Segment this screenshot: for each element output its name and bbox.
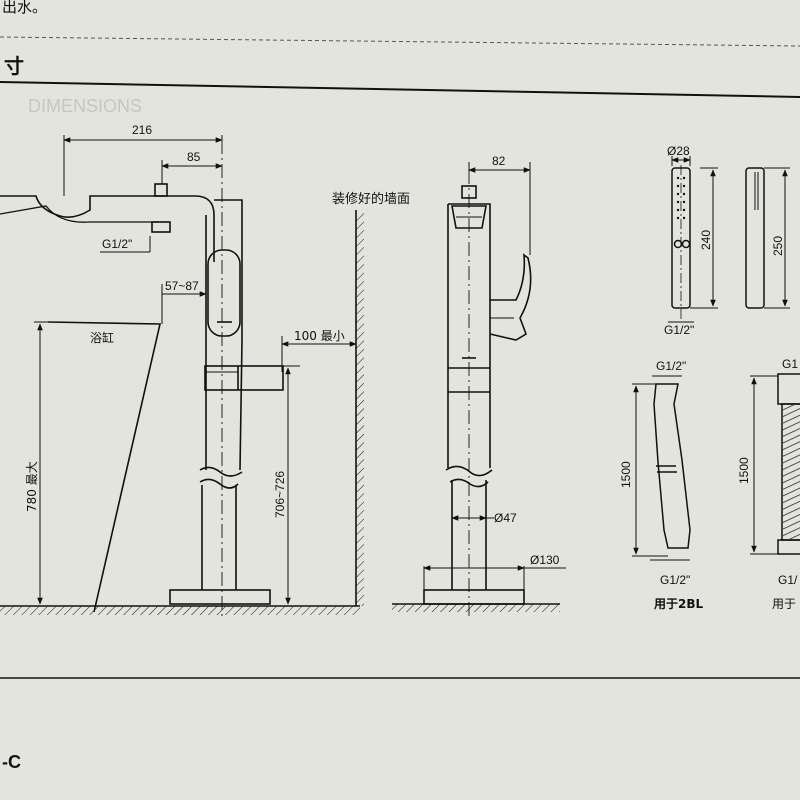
spout-bottom: [0, 205, 158, 223]
spout-knob: [154, 183, 168, 197]
hose-2-bottom-fitting: [777, 539, 800, 555]
top-text: 出水。: [2, 0, 47, 16]
shower-1-length: 240: [699, 230, 713, 250]
holder: [204, 365, 284, 391]
wall-hatch: [356, 212, 364, 606]
dim-47-label: Ø47: [494, 511, 517, 525]
footer-code: -C: [2, 752, 21, 772]
hose-1-length: 1500: [619, 461, 633, 488]
tub-label: 浴缸: [90, 330, 114, 345]
hose-1-thread-bottom: G1/2": [660, 573, 690, 587]
hose-1-caption: 用于2BL: [653, 597, 703, 611]
hose-2-top-fitting: [777, 373, 800, 405]
hose-1-thread-top: G1/2": [656, 359, 686, 373]
hose-2-length: 1500: [737, 457, 751, 484]
dim-130-label: Ø130: [530, 553, 560, 567]
thread-label-left: G1/2": [102, 237, 132, 251]
hose-2-thread-bottom: G1/: [778, 573, 798, 587]
left-view: [0, 140, 360, 620]
hand-shower-1: [668, 156, 718, 323]
mid-base: [423, 589, 525, 605]
mid-head: [451, 205, 487, 229]
mid-body: [447, 203, 491, 590]
mid-body-break: [445, 465, 493, 488]
middle-dimensions: [423, 162, 566, 590]
spout-outlet: [151, 221, 171, 233]
middle-view: [392, 170, 560, 620]
hose-2: [750, 373, 800, 555]
shower-1-thread: G1/2": [664, 323, 694, 337]
faucet-base: [169, 589, 271, 605]
lever: [207, 249, 241, 337]
hose-2-caption: 用于: [772, 597, 796, 611]
hose-2-thread-top: G1: [782, 357, 798, 371]
mid-lever: [489, 253, 532, 341]
section-title: 寸: [4, 54, 24, 78]
hand-shower-2: [745, 167, 790, 309]
floor-hatch-mid: [392, 604, 560, 612]
shower-1-nozzles: [676, 176, 686, 220]
faucet-body: [201, 199, 243, 590]
left-dimensions: [34, 135, 357, 605]
hose-2-coil: [783, 405, 800, 539]
shower-2-length: 250: [771, 236, 785, 256]
dim-216-label: 216: [132, 123, 152, 137]
body-break: [199, 466, 243, 489]
dim-85-label: 85: [187, 150, 201, 164]
hose-1-outline: [653, 383, 691, 549]
hose-1: [632, 375, 691, 561]
shower-2-body: [745, 167, 765, 309]
dim-100-label: 100 最小: [294, 329, 345, 343]
tub-outline: [47, 321, 162, 613]
floor-hatch-left: [0, 606, 360, 615]
dim-82-label: 82: [492, 154, 506, 168]
dim-780-label: 780 最大: [25, 461, 39, 512]
dim-57-87-label: 57~87: [165, 279, 199, 293]
top-dashed-rule: [0, 36, 800, 47]
ghost-subtitle: DIMENSIONS: [28, 96, 142, 116]
wall-label: 装修好的墙面: [332, 191, 410, 207]
shower-1-dia: Ø28: [667, 144, 690, 158]
section-rule: [0, 81, 800, 98]
dim-706-726-label: 706~726: [273, 471, 287, 518]
